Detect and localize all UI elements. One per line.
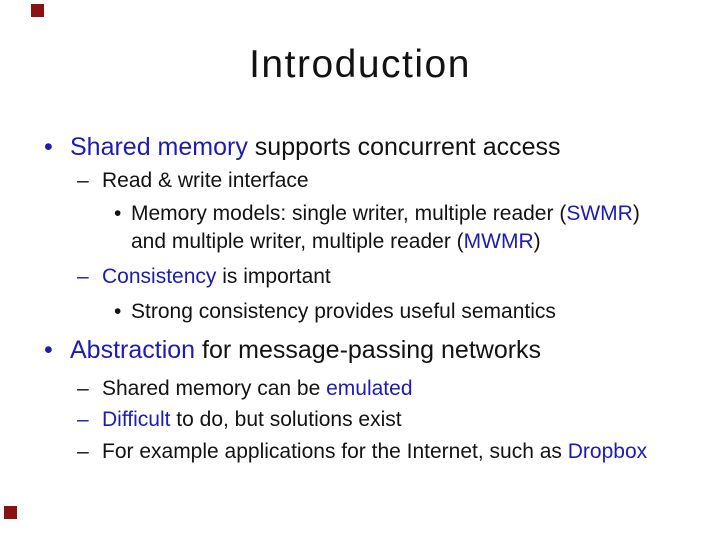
bullet-text: Difficult to do, but solutions exist [102,407,402,433]
bullet-icon: • [44,336,53,364]
corner-accent-top-left-icon [31,4,44,17]
bullet-item-level2: – Difficult to do, but solutions exist [77,407,402,433]
bullet-item-level2: – For example applications for the Inter… [77,439,647,465]
dash-icon: – [77,169,89,192]
dash-icon: – [77,377,89,400]
text-segment: ) [533,230,541,253]
bullet-item-level2: – Read & write interface [77,168,309,194]
text-segment: Shared memory can be [102,377,327,400]
bullet-text: Consistency is important [102,264,331,290]
bullet-text: For example applications for the Interne… [102,439,647,465]
text-segment: Shared memory [70,133,248,161]
text-segment: Memory models: single writer, multiple r… [131,202,567,225]
text-segment: emulated [326,377,413,400]
text-segment: MWMR [463,230,534,253]
text-segment: For example applications for the Interne… [102,440,568,463]
text-segment: is important [216,265,331,288]
bullet-item-level3: • Strong consistency provides useful sem… [114,298,556,326]
bullet-text: Read & write interface [102,168,309,194]
text-segment: Dropbox [567,440,648,463]
bullet-text: Strong consistency provides useful seman… [131,298,556,326]
bullet-icon: • [114,202,122,225]
bullet-icon: • [114,300,122,323]
text-segment: supports concurrent access [247,133,561,161]
bullet-text: Shared memory can be emulated [102,376,413,402]
bullet-icon: • [44,133,53,161]
bullet-text: Abstraction for message-passing networks [70,335,541,365]
slide-title: Introduction [249,43,471,86]
bullet-item-level2: – Consistency is important [77,264,331,290]
bullet-text: Shared memory supports concurrent access [70,132,561,162]
dash-icon: – [77,265,89,288]
dash-icon: – [77,408,89,431]
bullet-text: Memory models: single writer, multiple r… [131,200,656,256]
bullet-item-level1: • Shared memory supports concurrent acce… [44,132,561,162]
text-segment: Strong consistency provides useful seman… [131,300,556,323]
text-segment: Difficult [102,408,171,431]
corner-accent-bottom-left-icon [4,506,17,519]
text-segment: Consistency [102,265,217,288]
text-segment: to do, but solutions exist [170,408,402,431]
bullet-item-level1: • Abstraction for message-passing networ… [44,335,541,365]
text-segment: Abstraction [70,336,196,364]
text-segment: for message-passing networks [195,336,542,364]
text-segment: Read & write interface [102,169,309,192]
text-segment: SWMR [566,202,633,225]
text-segment: ) and multiple writer, multiple reader ( [131,202,640,253]
bullet-item-level3: • Memory models: single writer, multiple… [114,200,656,256]
dash-icon: – [77,440,89,463]
bullet-item-level2: – Shared memory can be emulated [77,376,413,402]
